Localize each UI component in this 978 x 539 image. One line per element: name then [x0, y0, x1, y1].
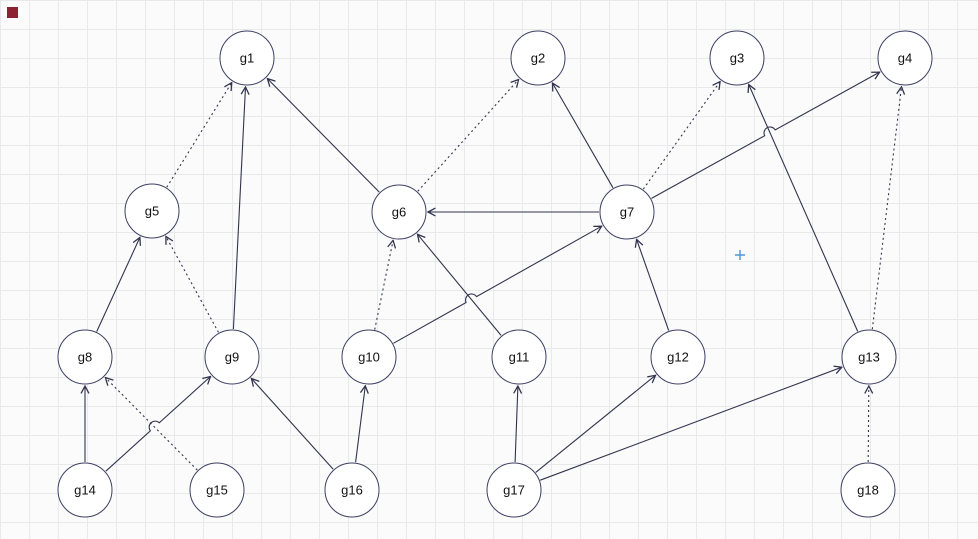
- graph-edge-g16-g9[interactable]: [251, 379, 334, 470]
- graph-node-g5: g5: [124, 183, 180, 239]
- graph-edge-g14-g9[interactable]: [105, 377, 211, 472]
- graph-edge-g13-g3[interactable]: [749, 85, 859, 332]
- node-circle-g8[interactable]: [57, 329, 113, 385]
- graph-node-g2: g2: [510, 30, 566, 86]
- graph-node-g6: g6: [371, 184, 427, 240]
- node-circle-g16[interactable]: [324, 462, 380, 518]
- graph-edge-g5-g1[interactable]: [166, 83, 232, 188]
- graph-node-g18: g18: [840, 462, 896, 518]
- graph-edge-g7-g4[interactable]: [651, 72, 880, 199]
- graph-edge-g17-g12[interactable]: [535, 375, 656, 473]
- graph-edge-g17-g13[interactable]: [540, 367, 842, 481]
- graph-node-g13: g13: [841, 329, 897, 385]
- graph-node-g9: g9: [204, 329, 260, 385]
- graph-edge-g9-g1[interactable]: [232, 87, 245, 330]
- graph-node-g17: g17: [486, 462, 542, 518]
- graph-edge-g12-g7[interactable]: [637, 239, 670, 331]
- graph-node-g11: g11: [491, 329, 547, 385]
- graph-node-g8: g8: [57, 329, 113, 385]
- node-circle-g2[interactable]: [510, 30, 566, 86]
- edges-layer: [85, 72, 902, 481]
- graph-edge-g7-g2[interactable]: [553, 83, 614, 189]
- node-circle-g7[interactable]: [599, 184, 655, 240]
- node-circle-g10[interactable]: [341, 329, 397, 385]
- graph-node-g16: g16: [324, 462, 380, 518]
- node-circle-g15[interactable]: [189, 462, 245, 518]
- graph-edge-g13-g4[interactable]: [871, 87, 901, 330]
- graph-edge-g16-g10[interactable]: [355, 386, 366, 463]
- node-circle-g5[interactable]: [124, 183, 180, 239]
- node-circle-g1[interactable]: [219, 30, 275, 86]
- canvas-origin-marker: [7, 7, 18, 18]
- graph-edge-g17-g11[interactable]: [515, 386, 518, 463]
- cursor-crosshair-icon: [735, 250, 745, 260]
- graph-node-g15: g15: [189, 462, 245, 518]
- node-circle-g13[interactable]: [841, 329, 897, 385]
- graph-edge-g10-g7[interactable]: [393, 226, 601, 344]
- node-circle-g17[interactable]: [486, 462, 542, 518]
- node-circle-g12[interactable]: [650, 329, 706, 385]
- graph-node-g4: g4: [877, 30, 933, 86]
- graph-edge-g9-g5[interactable]: [166, 236, 219, 333]
- graph-node-g7: g7: [599, 184, 655, 240]
- nodes-layer: g1 g2 g3 g4 g5 g6 g7 g8 g9 g10 g11 g12 g13 g14 g15 g16 g…: [57, 30, 933, 518]
- node-circle-g6[interactable]: [371, 184, 427, 240]
- graph-node-g1: g1: [219, 30, 275, 86]
- graph-node-g10: g10: [341, 329, 397, 385]
- graph-node-g14: g14: [57, 462, 113, 518]
- node-circle-g18[interactable]: [840, 462, 896, 518]
- node-circle-g3[interactable]: [709, 30, 765, 86]
- node-circle-g11[interactable]: [491, 329, 547, 385]
- node-circle-g9[interactable]: [204, 329, 260, 385]
- graph-edge-g8-g5[interactable]: [96, 237, 140, 332]
- graph-edge-g6-g1[interactable]: [267, 79, 380, 193]
- graph-edge-g11-g6[interactable]: [418, 234, 502, 336]
- graph-node-g12: g12: [650, 329, 706, 385]
- graph-edge-g18-g13[interactable]: [868, 386, 869, 463]
- graph-edge-g7-g3[interactable]: [642, 82, 720, 190]
- node-circle-g4[interactable]: [877, 30, 933, 86]
- graph-edge-g15-g8[interactable]: [105, 378, 198, 471]
- graph-edge-g6-g2[interactable]: [417, 80, 519, 192]
- overlay-layer: [735, 250, 745, 260]
- graph-edge-g10-g6[interactable]: [374, 240, 393, 330]
- graph-node-g3: g3: [709, 30, 765, 86]
- node-circle-g14[interactable]: [57, 462, 113, 518]
